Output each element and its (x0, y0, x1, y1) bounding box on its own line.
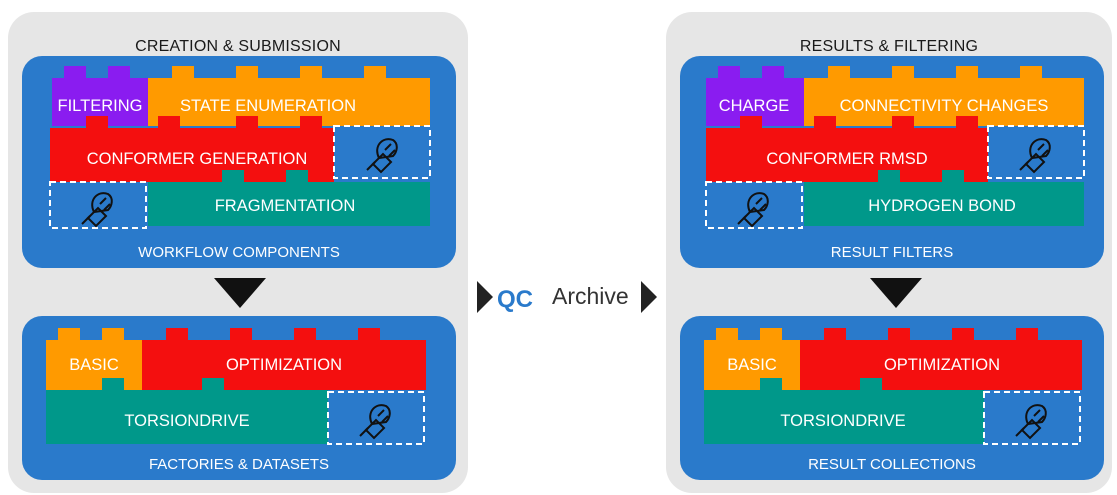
right-panel-title: RESULTS & FILTERING (799, 38, 979, 55)
result-filters-caption: RESULT FILTERS (830, 244, 954, 261)
plug-slot-5 (705, 181, 803, 229)
down-arrow-right (870, 278, 922, 308)
result-collections-blocks: BASIC OPTIMIZATION TORSIONDRIVE (704, 328, 1082, 445)
arrow-left-icon (477, 281, 493, 313)
logo-archive-text: Archive (552, 283, 629, 309)
workflow-components-blocks: FILTERING STATE ENUMERATION CONFORMER GE… (49, 66, 431, 229)
result-filters-blocks: CHARGE CONNECTIVITY CHANGES CONFORMER RM… (705, 66, 1085, 229)
block-charge (706, 66, 804, 126)
workflow-components-caption: WORKFLOW COMPONENTS (138, 244, 340, 261)
result-collections-caption: RESULT COLLECTIONS (808, 456, 976, 473)
label-fragmentation: FRAGMENTATION (215, 197, 356, 215)
block-torsiondrive-right (704, 378, 984, 444)
left-panel-title: CREATION & SUBMISSION (135, 38, 341, 55)
label-torsiondrive-right: TORSIONDRIVE (780, 412, 905, 430)
block-fragmentation (148, 170, 430, 226)
factories-datasets-box: BASIC OPTIMIZATION TORSIONDRIVE FACTORIE… (22, 316, 456, 480)
plug-icon (737, 192, 769, 228)
down-arrow-left (214, 278, 266, 308)
plug-icon (1019, 138, 1051, 174)
plug-icon (359, 404, 391, 440)
label-torsiondrive: TORSIONDRIVE (124, 412, 249, 430)
block-connectivity-changes (804, 66, 1084, 126)
arrow-right-icon (641, 281, 657, 313)
block-filtering (52, 66, 148, 126)
result-filters-box: CHARGE CONNECTIVITY CHANGES CONFORMER RM… (680, 56, 1104, 268)
plug-icon (1015, 404, 1047, 440)
factories-datasets-blocks: BASIC OPTIMIZATION TORSIONDRIVE (46, 328, 426, 445)
block-hydrogen-bond (804, 170, 1084, 226)
label-basic-right: BASIC (727, 356, 777, 374)
block-torsiondrive (46, 378, 328, 444)
plug-slot-2 (49, 181, 147, 229)
label-hydrogen-bond: HYDROGEN BOND (868, 197, 1016, 215)
logo-qc: QC (497, 286, 533, 313)
block-conformer-rmsd (706, 116, 988, 182)
block-state-enumeration (148, 66, 430, 126)
qcarchive-logo: QC (477, 281, 657, 313)
workflow-components-box: FILTERING STATE ENUMERATION CONFORMER GE… (22, 56, 456, 268)
factories-datasets-caption: FACTORIES & DATASETS (148, 456, 330, 473)
block-optimization-right (800, 328, 1082, 390)
label-conformer-generation: CONFORMER GENERATION (87, 150, 308, 168)
label-charge: CHARGE (719, 97, 790, 115)
block-optimization (142, 328, 426, 390)
plug-slot-1 (333, 125, 431, 179)
result-collections-box: BASIC OPTIMIZATION TORSIONDRIVE RESULT C… (680, 316, 1104, 480)
plug-icon (81, 192, 113, 228)
label-optimization-right: OPTIMIZATION (884, 356, 1000, 374)
block-basic (46, 328, 142, 390)
label-basic: BASIC (69, 356, 119, 374)
block-basic-right (704, 328, 800, 390)
label-connectivity-changes: CONNECTIVITY CHANGES (840, 97, 1049, 115)
label-optimization: OPTIMIZATION (226, 356, 342, 374)
plug-icon (366, 138, 398, 174)
label-conformer-rmsd: CONFORMER RMSD (766, 150, 927, 168)
label-state-enumeration: STATE ENUMERATION (180, 97, 356, 115)
label-filtering: FILTERING (58, 97, 143, 115)
block-conformer-generation (50, 116, 334, 182)
